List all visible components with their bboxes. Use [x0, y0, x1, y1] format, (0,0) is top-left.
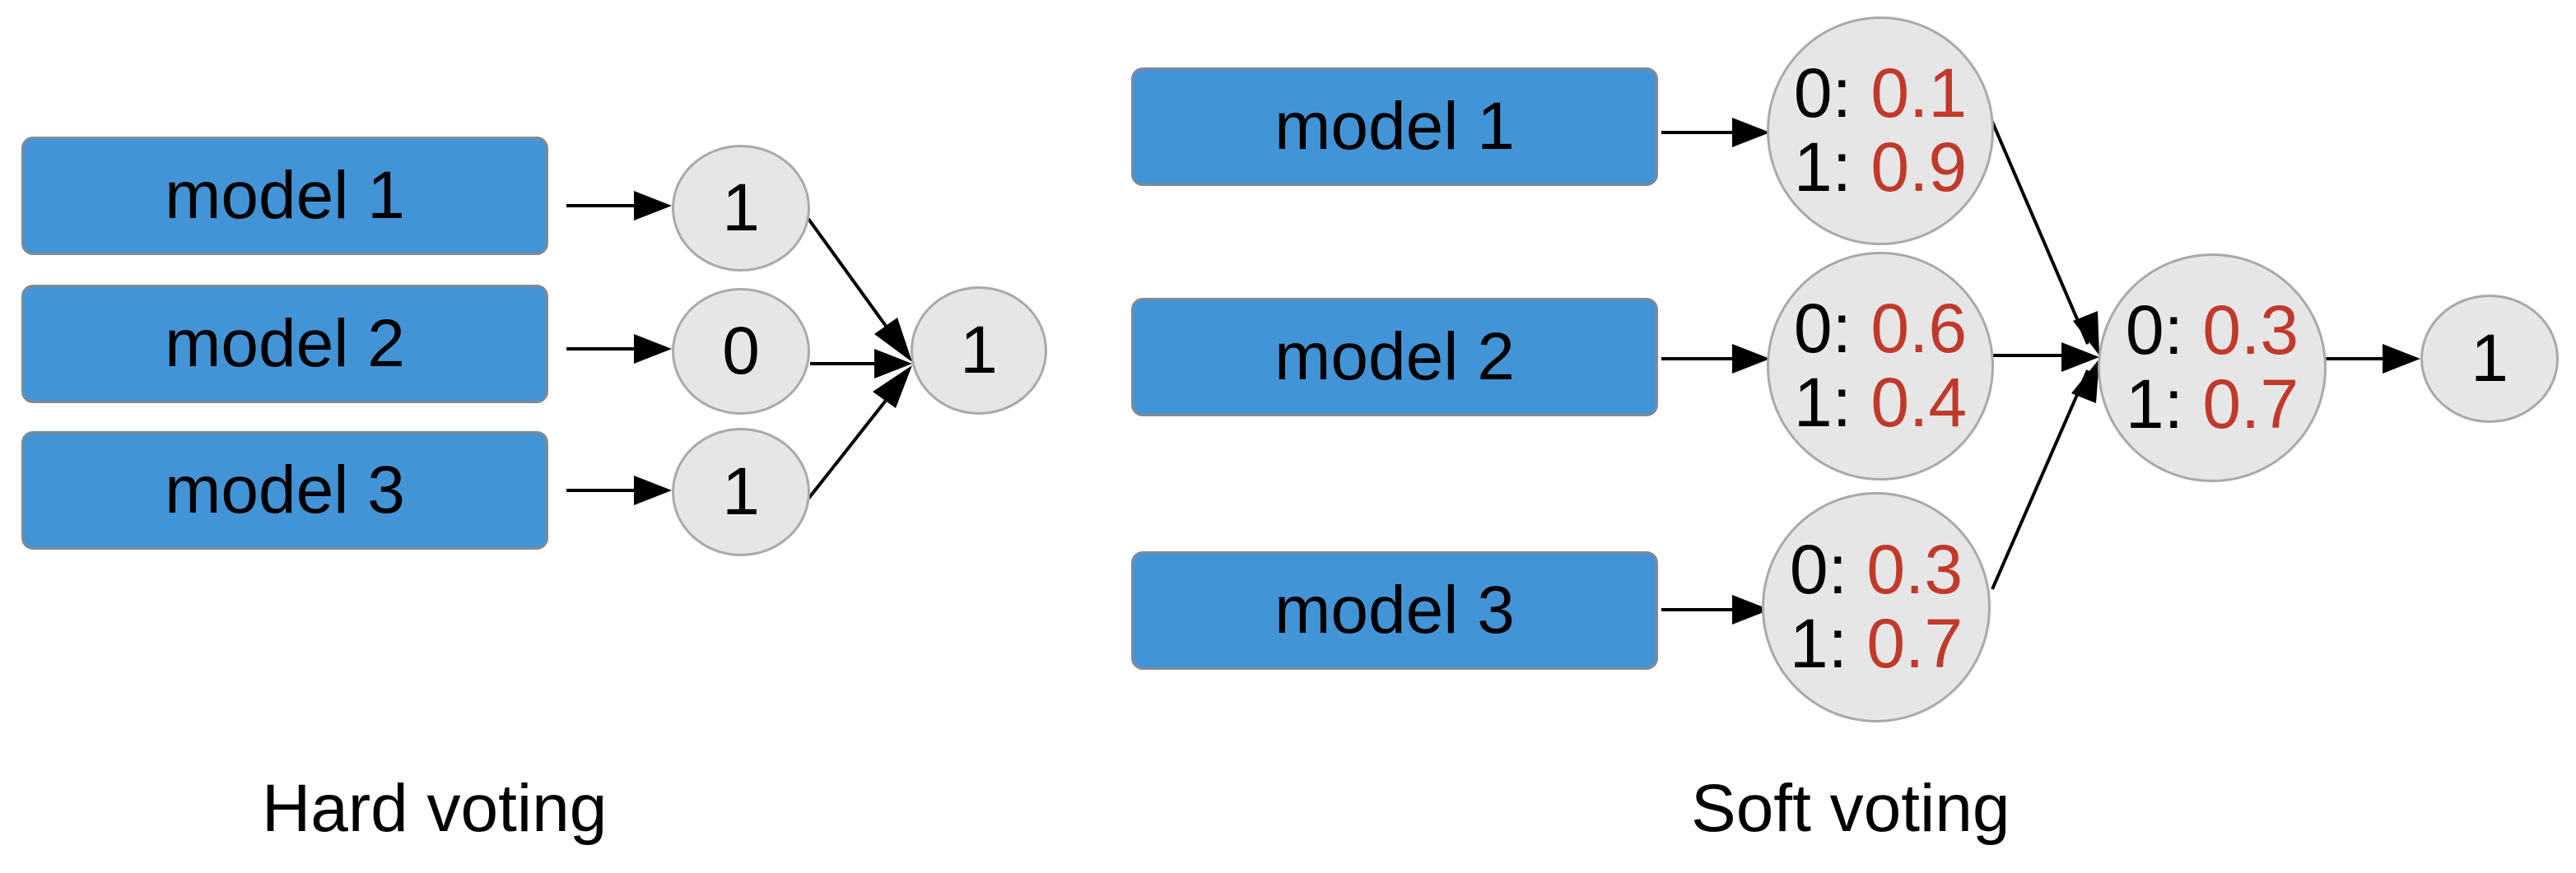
soft-prob-2-class0: 0: 0.6 [1793, 290, 1968, 368]
arrowhead-hard-result-1 [874, 318, 912, 362]
soft-average-class1-value: 0.7 [2202, 365, 2299, 443]
soft-average-class0-label: 0: [2125, 291, 2183, 369]
soft-model-3-label: model 3 [1274, 573, 1515, 648]
arrowhead-soft-average-1 [2073, 311, 2099, 355]
soft-prob-3-class1-value: 0.7 [1866, 605, 1963, 682]
hard-model-3-label: model 3 [165, 453, 405, 527]
soft-prob-node-3: 0: 0.3 1: 0.7 [1762, 492, 1991, 722]
soft-prob-2-class0-value: 0.6 [1870, 290, 1968, 368]
arrowhead-soft-average-3 [2071, 359, 2099, 403]
soft-result-value: 1 [2471, 321, 2508, 396]
arrowhead-soft-average-2 [2061, 342, 2099, 372]
hard-voting-caption: Hard voting [262, 771, 608, 846]
soft-prob-1-class1-value: 0.9 [1870, 128, 1968, 206]
hard-vote-node-3: 1 [672, 428, 810, 556]
hard-vote-node-1: 1 [672, 145, 810, 272]
arrowhead-hard-result-3 [873, 365, 912, 408]
arrowhead-soft-2 [1732, 344, 1770, 374]
soft-model-1-label: model 1 [1274, 89, 1515, 164]
soft-prob-2-class1-label: 1: [1793, 364, 1852, 441]
soft-model-2-box: model 2 [1131, 298, 1658, 416]
hard-result-node: 1 [911, 286, 1047, 415]
soft-average-class1-label: 1: [2125, 365, 2183, 443]
hard-vote-3-value: 1 [722, 454, 760, 529]
arrowhead-soft-1 [1732, 118, 1770, 147]
hard-model-1-box: model 1 [21, 137, 548, 255]
soft-prob-node-2: 0: 0.6 1: 0.4 [1767, 252, 1994, 481]
arrow-soft-prob3-to-average [1991, 369, 2089, 590]
soft-prob-3-class0-label: 0: [1789, 531, 1847, 609]
soft-prob-1-class0-value: 0.1 [1870, 54, 1968, 132]
soft-voting-caption: Soft voting [1691, 771, 2010, 846]
hard-result-value: 1 [960, 313, 998, 388]
soft-prob-3-class1: 1: 0.7 [1789, 605, 1963, 682]
arrowhead-hard-result-2 [874, 349, 912, 378]
soft-model-3-box: model 3 [1131, 551, 1658, 670]
hard-model-3-box: model 3 [21, 431, 548, 550]
soft-average-class1: 1: 0.7 [2125, 365, 2299, 443]
soft-prob-3-class0: 0: 0.3 [1789, 531, 1963, 609]
arrowhead-hard-3 [634, 476, 672, 505]
soft-prob-2-class1-value: 0.4 [1870, 364, 1968, 441]
arrowhead-hard-2 [634, 334, 672, 364]
soft-prob-2-class1: 1: 0.4 [1793, 364, 1968, 441]
arrowhead-soft-3 [1732, 595, 1770, 625]
soft-average-class0-value: 0.3 [2202, 291, 2299, 369]
hard-model-1-label: model 1 [165, 158, 405, 233]
soft-prob-2-class0-label: 0: [1793, 290, 1852, 368]
soft-prob-node-1: 0: 0.1 1: 0.9 [1767, 16, 1994, 245]
soft-result-node: 1 [2420, 295, 2559, 423]
soft-average-class0: 0: 0.3 [2125, 291, 2299, 369]
soft-model-1-box: model 1 [1131, 67, 1658, 186]
arrowhead-soft-result [2383, 344, 2420, 374]
soft-prob-1-class0-label: 0: [1793, 54, 1852, 132]
hard-vote-1-value: 1 [722, 170, 760, 245]
arrow-soft-prob1-to-average [1991, 121, 2089, 345]
hard-vote-node-2: 0 [672, 288, 810, 415]
hard-model-2-label: model 2 [165, 306, 405, 381]
arrow-hard-vote1-to-result [807, 217, 896, 339]
hard-model-2-box: model 2 [21, 285, 548, 403]
soft-model-2-label: model 2 [1274, 319, 1515, 394]
soft-prob-3-class0-value: 0.3 [1866, 531, 1963, 609]
soft-prob-1-class1-label: 1: [1793, 128, 1852, 206]
arrowhead-hard-1 [634, 191, 672, 221]
arrow-hard-vote3-to-result [807, 388, 896, 500]
soft-prob-1-class0: 0: 0.1 [1793, 54, 1968, 132]
soft-prob-1-class1: 1: 0.9 [1793, 128, 1968, 206]
hard-vote-2-value: 0 [722, 313, 760, 388]
soft-prob-3-class1-label: 1: [1789, 605, 1847, 682]
soft-average-node: 0: 0.3 1: 0.7 [2098, 253, 2327, 482]
